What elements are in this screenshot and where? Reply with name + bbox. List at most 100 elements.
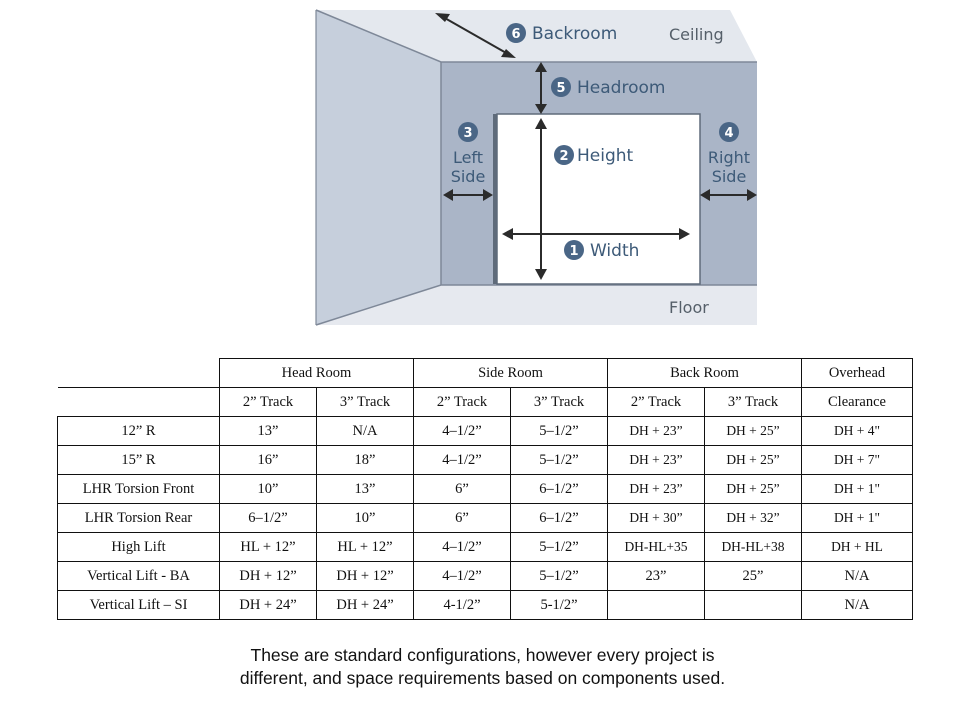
- floor-label: Floor: [669, 298, 709, 317]
- table-cell: DH + 12”: [219, 561, 317, 591]
- backroom-text: Backroom: [532, 24, 617, 44]
- right-side-label: 4 Right Side: [708, 122, 750, 186]
- table-cell: 5-1/2”: [510, 590, 608, 620]
- table-cell: DH + 1": [801, 474, 913, 504]
- backroom-label: 6 Backroom: [506, 23, 617, 44]
- width-arrow: [502, 228, 690, 240]
- table-cell: DH-HL+35: [607, 532, 705, 562]
- table-cell: [704, 590, 802, 620]
- subheader-cell: 3” Track: [316, 387, 414, 417]
- table-cell: N/A: [801, 561, 913, 591]
- table-cell: 5–1/2”: [510, 561, 608, 591]
- left-side-arrow: [443, 189, 493, 201]
- left-side-line2: Side: [451, 167, 486, 186]
- table-cell: 6–1/2”: [510, 474, 608, 504]
- row-label: 15” R: [57, 445, 220, 475]
- table-cell: N/A: [801, 590, 913, 620]
- table-cell: 18”: [316, 445, 414, 475]
- table-cell: DH-HL+38: [704, 532, 802, 562]
- table-cell: DH + 24”: [219, 590, 317, 620]
- subheader-cell: 2” Track: [413, 387, 511, 417]
- table-corner-2: [57, 387, 220, 417]
- table-group-header-row: Head Room Side Room Back Room Overhead: [57, 358, 913, 388]
- width-text: Width: [590, 241, 639, 261]
- subheader-cell: 3” Track: [510, 387, 608, 417]
- table-cell: 6”: [413, 503, 511, 533]
- headroom-number: 5: [556, 81, 565, 96]
- table-cell: DH + 23”: [607, 416, 705, 446]
- table-cell: 25”: [704, 561, 802, 591]
- row-label: High Lift: [57, 532, 220, 562]
- backroom-number: 6: [511, 27, 520, 42]
- ceiling-face: [316, 10, 757, 62]
- group-header-side-room: Side Room: [413, 358, 608, 388]
- table-cell: DH + 23”: [607, 445, 705, 475]
- table-cell: DH + 24”: [316, 590, 414, 620]
- right-side-line1: Right: [708, 148, 750, 167]
- table-cell: DH + 25”: [704, 474, 802, 504]
- table-cell: 4-1/2”: [413, 590, 511, 620]
- headroom-text: Headroom: [577, 78, 665, 98]
- row-label: Vertical Lift – SI: [57, 590, 220, 620]
- clearance-table: Head Room Side Room Back Room Overhead 2…: [57, 358, 913, 620]
- row-label: LHR Torsion Rear: [57, 503, 220, 533]
- subheader-cell: 2” Track: [219, 387, 317, 417]
- table-subheader-row: 2” Track 3” Track 2” Track 3” Track 2” T…: [57, 387, 913, 417]
- table-cell: 6”: [413, 474, 511, 504]
- left-side-line1: Left: [453, 148, 483, 167]
- right-side-line2: Side: [712, 167, 747, 186]
- backroom-arrow: [435, 13, 516, 58]
- row-label: LHR Torsion Front: [57, 474, 220, 504]
- table-cell: HL + 12”: [219, 532, 317, 562]
- row-label: Vertical Lift - BA: [57, 561, 220, 591]
- width-label: 1 Width: [564, 240, 639, 261]
- row-label: 12” R: [57, 416, 220, 446]
- footnote: These are standard configurations, howev…: [0, 644, 965, 690]
- table-cell: DH + 12”: [316, 561, 414, 591]
- ceiling-label: Ceiling: [669, 25, 724, 44]
- table-cell: HL + 12”: [316, 532, 414, 562]
- table-cell: 10”: [219, 474, 317, 504]
- left-side-label: 3 Left Side: [451, 122, 486, 186]
- footnote-line-2: different, and space requirements based …: [239, 668, 726, 688]
- subheader-cell: Clearance: [801, 387, 913, 417]
- table-cell: 5–1/2”: [510, 416, 608, 446]
- subheader-cell: 2” Track: [607, 387, 705, 417]
- right-side-number: 4: [724, 126, 733, 141]
- table-cell: [607, 590, 705, 620]
- subheader-cell: 3” Track: [704, 387, 802, 417]
- left-side-number: 3: [463, 126, 472, 141]
- height-label: 2 Height: [554, 145, 634, 166]
- table-cell: N/A: [316, 416, 414, 446]
- headroom-arrow: [535, 62, 547, 114]
- table-cell: 4–1/2”: [413, 561, 511, 591]
- table-cell: 4–1/2”: [413, 532, 511, 562]
- height-arrow: [535, 118, 547, 280]
- garage-clearance-diagram: 6 Backroom 5 Headroom 3 Left Side 4 Righ…: [315, 9, 757, 326]
- floor-face: [316, 285, 757, 325]
- table-cell: DH + 23”: [607, 474, 705, 504]
- table-cell: 13”: [219, 416, 317, 446]
- table-cell: 5–1/2”: [510, 532, 608, 562]
- height-number: 2: [559, 149, 568, 164]
- group-header-head-room: Head Room: [219, 358, 414, 388]
- group-header-back-room: Back Room: [607, 358, 802, 388]
- height-text: Height: [577, 146, 634, 166]
- table-cell: DH + 4": [801, 416, 913, 446]
- footnote-line-1: These are standard configurations, howev…: [250, 645, 715, 665]
- table-cell: 16”: [219, 445, 317, 475]
- table-cell: 6–1/2”: [219, 503, 317, 533]
- width-number: 1: [569, 244, 578, 259]
- table-cell: DH + HL: [801, 532, 913, 562]
- table-corner: [57, 358, 220, 388]
- table-cell: DH + 30”: [607, 503, 705, 533]
- table-cell: 6–1/2”: [510, 503, 608, 533]
- table-cell: 4–1/2”: [413, 416, 511, 446]
